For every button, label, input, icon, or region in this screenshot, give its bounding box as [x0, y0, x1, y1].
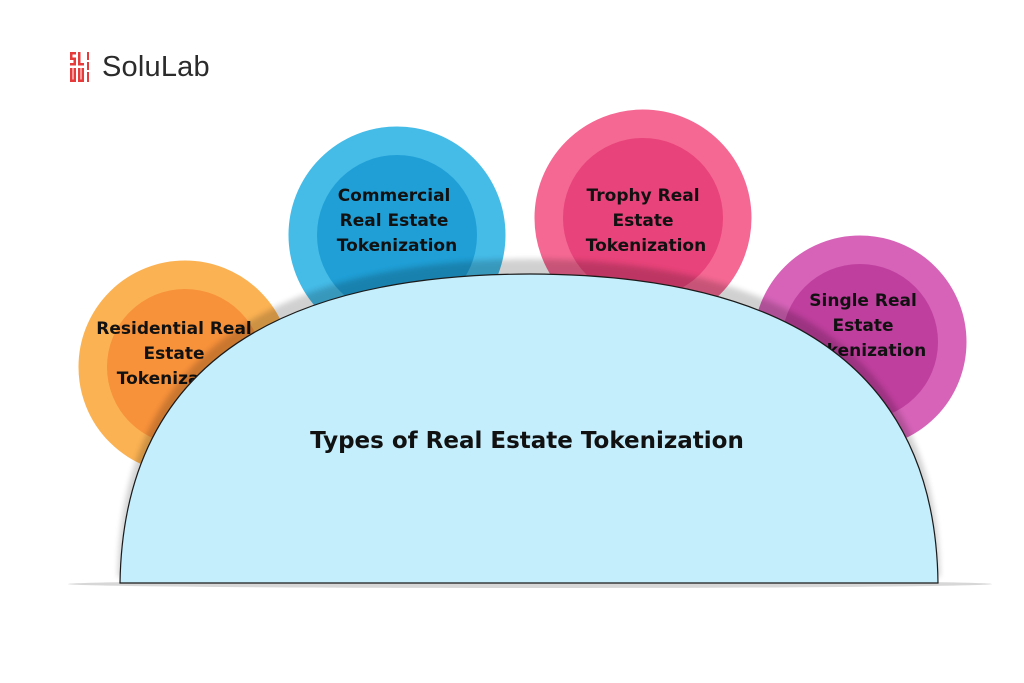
- brand-name: SoluLab: [102, 51, 210, 83]
- type-label-commercial: Commercial Real Estate Tokenization: [337, 186, 457, 256]
- brand-logo: SoluLab: [70, 52, 210, 82]
- solulab-logo-icon: [70, 52, 89, 82]
- center-dome: [119, 273, 939, 584]
- center-label: Types of Real Estate Tokenization: [310, 428, 744, 454]
- type-label-trophy: Trophy Real Estate Tokenization: [586, 186, 706, 256]
